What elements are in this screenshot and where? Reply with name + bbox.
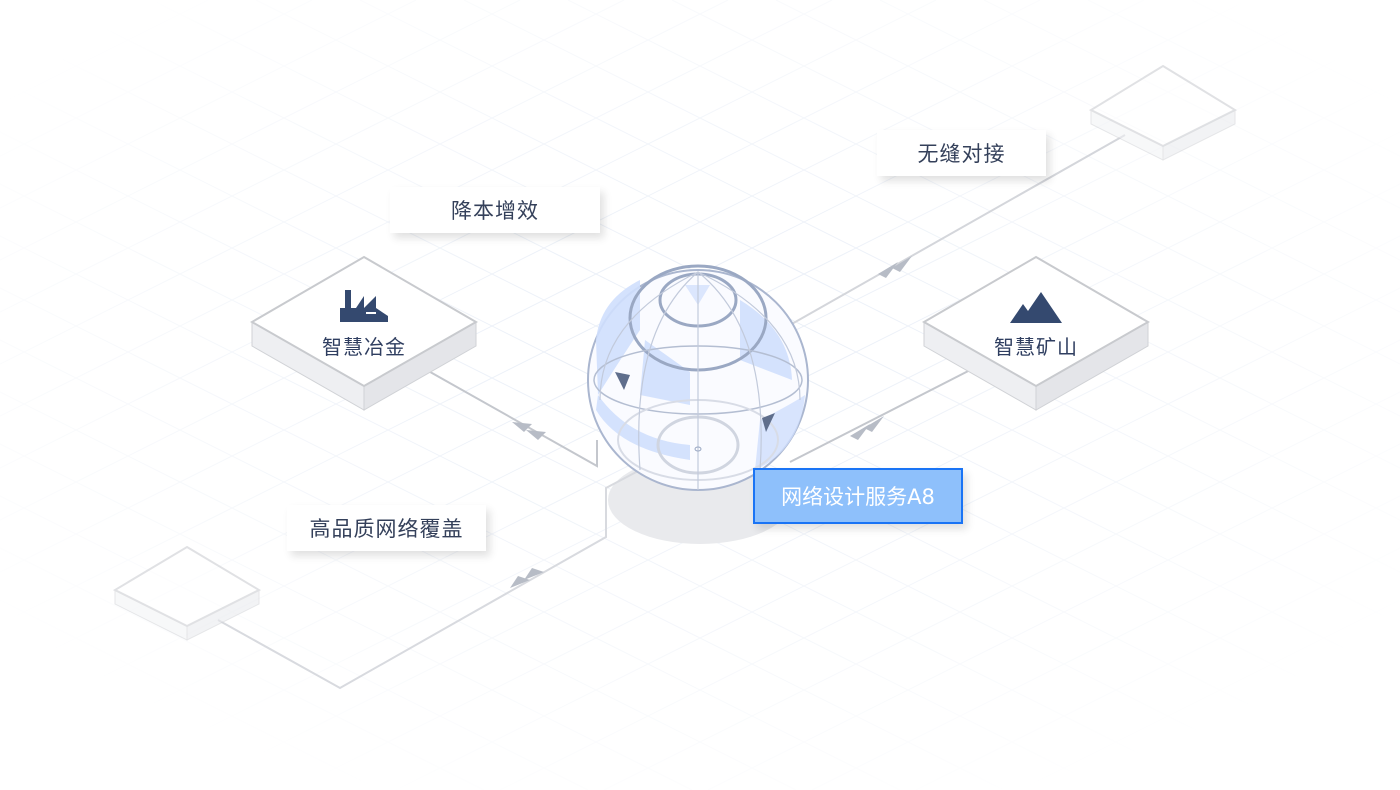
arrow-icon bbox=[512, 422, 532, 432]
factory-icon bbox=[340, 290, 388, 322]
arrow-icon bbox=[864, 416, 884, 432]
connectors bbox=[217, 134, 1126, 690]
label-coverage: 高品质网络覆盖 bbox=[287, 505, 486, 551]
label-cost-reduction: 降本增效 bbox=[390, 187, 600, 233]
connector-integration bbox=[789, 134, 1126, 326]
service-badge[interactable]: 网络设计服务A8 bbox=[753, 468, 963, 524]
rotation-arrow-icon bbox=[762, 413, 775, 432]
connector-metallurgy bbox=[415, 363, 598, 468]
globe bbox=[587, 264, 809, 491]
platform-metallurgy[interactable] bbox=[249, 255, 479, 411]
arrows bbox=[510, 256, 912, 588]
arrow-icon bbox=[892, 256, 912, 272]
arrow-icon bbox=[878, 262, 898, 278]
platform-faded-bottom-left bbox=[112, 545, 262, 641]
platform-metallurgy-label: 智慧冶金 bbox=[322, 335, 406, 359]
connector-coverage bbox=[217, 469, 641, 690]
platform-faded-top-right bbox=[1088, 64, 1238, 161]
label-seamless-integration: 无缝对接 bbox=[877, 130, 1046, 176]
arrow-icon bbox=[524, 568, 544, 580]
arrow-icon bbox=[526, 430, 546, 440]
platform-mining[interactable] bbox=[921, 255, 1151, 411]
mountain-icon bbox=[1010, 292, 1062, 323]
platform-mining-label: 智慧矿山 bbox=[994, 335, 1078, 359]
rotation-arrow-icon bbox=[615, 372, 630, 390]
connector-mining bbox=[789, 364, 981, 463]
